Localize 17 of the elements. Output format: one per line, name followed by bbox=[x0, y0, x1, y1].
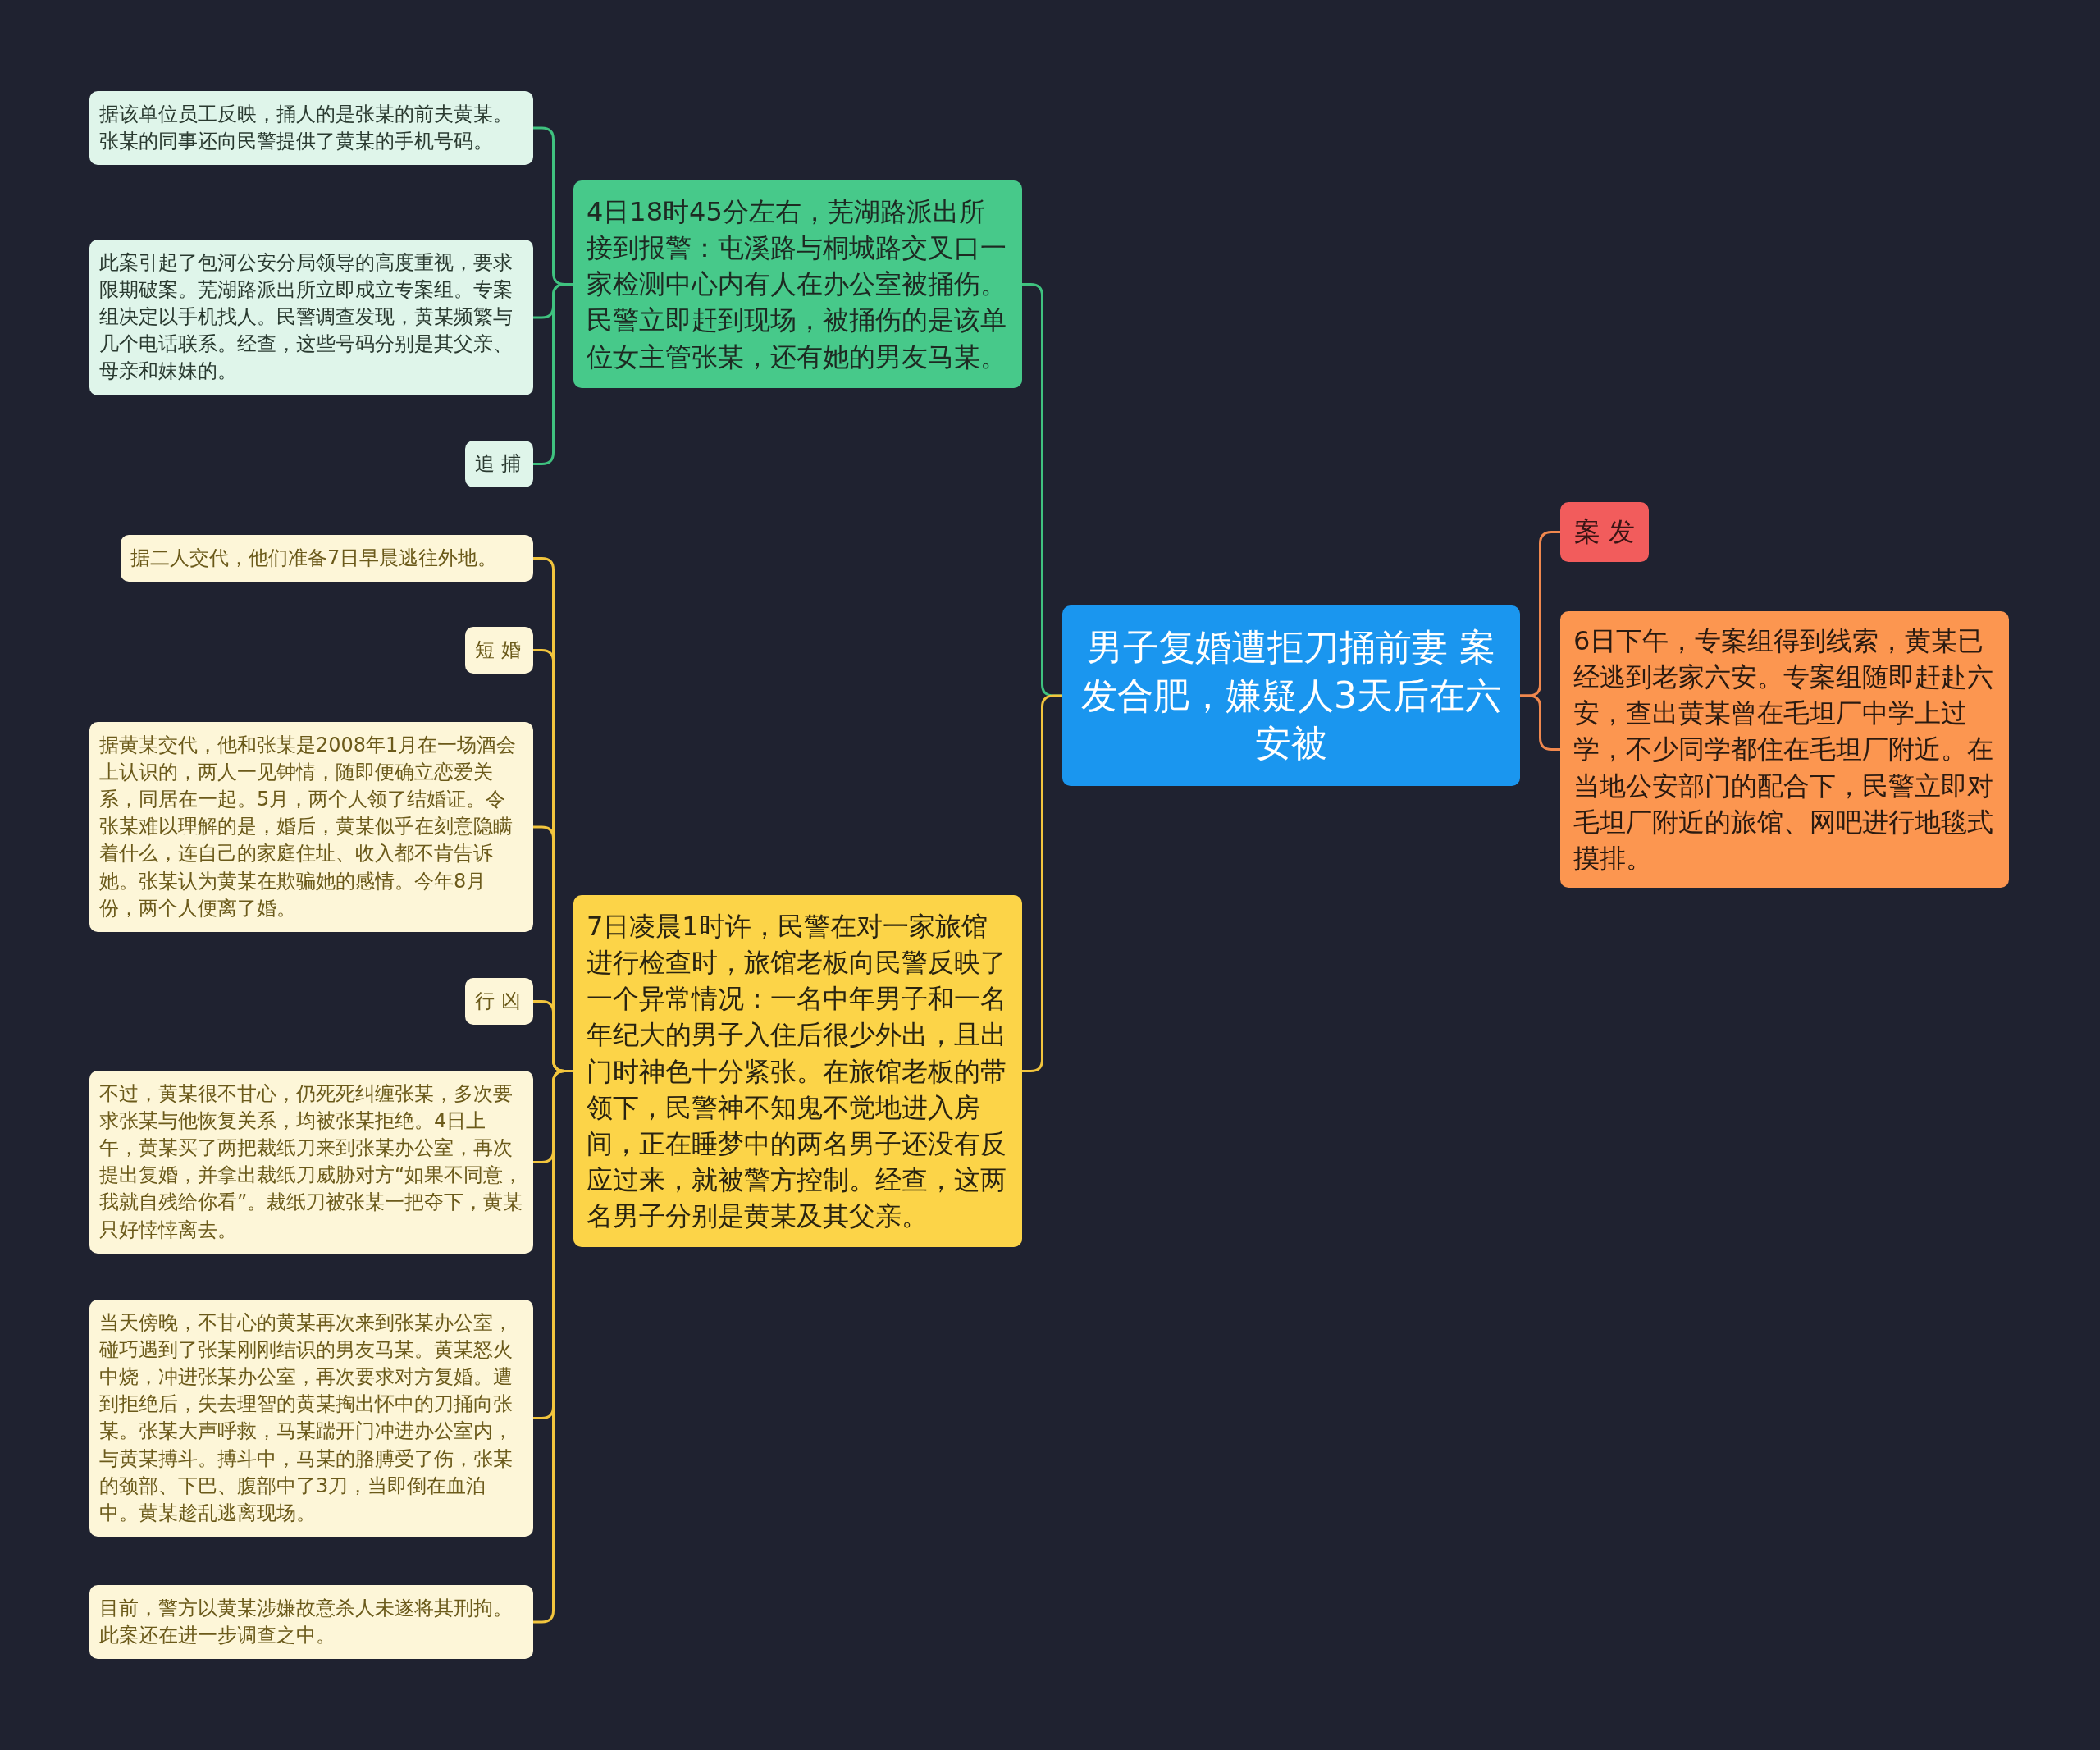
topic-box: 6日下午，专案组得到线索，黄某已经逃到老家六安。专案组随即赶赴六安，查出黄某曾在毛坦厂中学上过学，不少同学都住在毛坦厂附近。在当地公安部门的配合下，民警立即对毛坦厂附近的旅馆、网吧进行地毯式摸排。 bbox=[1560, 611, 2009, 889]
subtopic-box: 据黄某交代，他和张某是2008年1月在一场酒会上认识的，两人一见钟情，随即便确立恋爱关系，同居在一起。5月，两个人领了结婚证。令张某难以理解的是，婚后，黄某似乎在刻意隐瞒着什么，连自己的家庭住址、收入都不肯告诉她。张某认为黄某在欺骗她的感情。今年8月份，两个人便离了婚。 bbox=[89, 722, 533, 932]
topic-box: 4日18时45分左右，芜湖路派出所接到报警：屯溪路与桐城路交叉口一家检测中心内有人在办公室被捅伤。民警立即赶到现场，被捅伤的是该单位女主管张某，还有她的男友马某。 bbox=[573, 180, 1022, 388]
connector bbox=[1022, 694, 1062, 1072]
subtopic-box: 此案引起了包河公安分局领导的高度重视，要求限期破案。芜湖路派出所立即成立专案组。专案组决定以手机找人。民警调查发现，黄某频繁与几个电话联系。经查，这些号码分别是其父亲、母亲和妹妹的。 bbox=[89, 240, 533, 395]
central-topic-box: 男子复婚遭拒刀捅前妻 案发合肥，嫌疑人3天后在六安被 bbox=[1062, 605, 1520, 786]
connector bbox=[533, 283, 573, 465]
topic-box: 7日凌晨1时许，民警在对一家旅馆进行检查时，旅馆老板向民警反映了一个异常情况：一名中年男子和一名年纪大的男子入住后很少外出，且出门时神色十分紧张。在旅馆老板的带领下，民警神不知鬼不觉地进入房间，正在睡梦中的两名男子还没有反应过来，就被警方控制。经查，这两名男子分别是黄某及其父亲。 bbox=[573, 895, 1022, 1248]
subtopic-box: 据该单位员工反映，捅人的是张某的前夫黄某。张某的同事还向民警提供了黄某的手机号码。 bbox=[89, 91, 533, 166]
subtopic-box: 短 婚 bbox=[465, 627, 533, 674]
subtopic-box: 目前，警方以黄某涉嫌故意杀人未遂将其刑拘。此案还在进一步调查之中。 bbox=[89, 1585, 533, 1660]
topic-box: 案 发 bbox=[1560, 502, 1649, 562]
subtopic-box: 当天傍晚，不甘心的黄某再次来到张某办公室，碰巧遇到了张某刚刚结识的男友马某。黄某怒火中烧，冲进张某办公室，再次要求对方复婚。遭到拒绝后，失去理智的黄某掏出怀中的刀捅向张某。张某大声呼救，马某踹开门冲进办公室内，与黄某搏斗。搏斗中，马某的胳膊受了伤，张某的颈部、下巴、腹部中了3刀，当即倒在血泊中。黄某趁乱逃离现场。 bbox=[89, 1300, 533, 1537]
subtopic-box: 不过，黄某很不甘心，仍死死纠缠张某，多次要求张某与他恢复关系，均被张某拒绝。4日上午，黄某买了两把裁纸刀来到张某办公室，再次提出复婚，并拿出裁纸刀威胁对方“如果不同意，我就自残给你看”。裁纸刀被张某一把夺下，黄某只好悻悻离去。 bbox=[89, 1071, 533, 1254]
subtopic-box: 追 捕 bbox=[465, 441, 533, 488]
subtopic-box: 行 凶 bbox=[465, 978, 533, 1026]
subtopic-box: 据二人交代，他们准备7日早晨逃往外地。 bbox=[121, 535, 533, 583]
